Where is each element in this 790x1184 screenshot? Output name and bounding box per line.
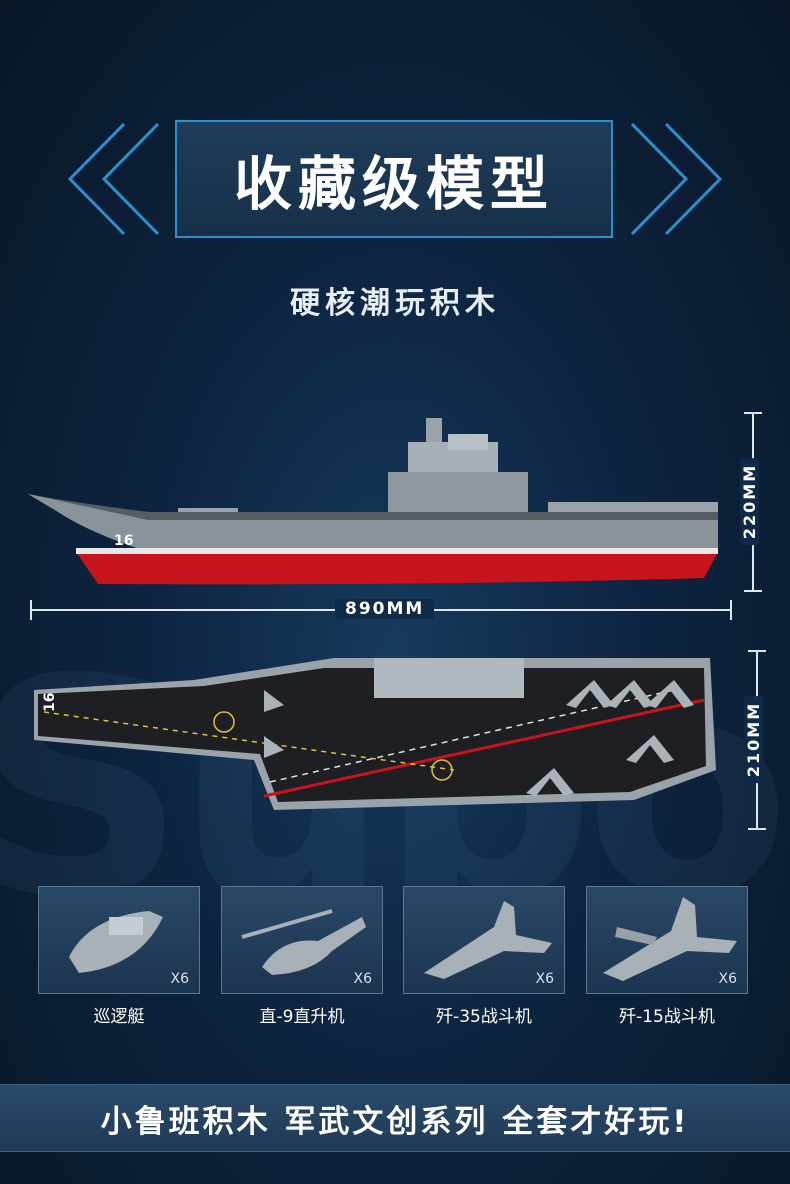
- item-qty: X6: [718, 971, 738, 987]
- chevron-left-icon: [67, 122, 160, 236]
- page-title: 收藏级模型: [233, 150, 554, 218]
- length-dim-cap-left: [30, 600, 32, 620]
- carrier-top-view: 16: [34, 658, 716, 810]
- item-name-patrol-boat: 巡逻艇: [93, 1007, 145, 1027]
- deck-number: 16: [42, 693, 58, 712]
- item-qty: X6: [170, 971, 190, 987]
- chevron-right-icon: [630, 122, 723, 236]
- length-dim-label: 890MM: [335, 599, 435, 619]
- patrol-boat-icon: [69, 911, 163, 973]
- item-card-patrol-boat: X6: [38, 886, 200, 994]
- item-qty: X6: [535, 971, 555, 987]
- item-card-j35: X6: [403, 886, 565, 994]
- item-name-j15: 歼-15战斗机: [619, 1007, 715, 1027]
- width-dim-cap-bottom: [748, 828, 766, 830]
- j15-fighter-icon: [603, 897, 737, 981]
- item-card-j15: X6: [586, 886, 748, 994]
- height-dim-cap-top: [744, 412, 762, 414]
- j35-fighter-icon: [424, 901, 552, 979]
- title-box: 收藏级模型: [175, 120, 613, 238]
- item-name-helicopter: 直-9直升机: [259, 1007, 345, 1027]
- item-card-helicopter: X6: [221, 886, 383, 994]
- item-qty: X6: [353, 971, 373, 987]
- footer-slogan: 小鲁班积木 军武文创系列 全套才好玩!: [100, 1103, 690, 1140]
- item-name-j35: 歼-35战斗机: [436, 1007, 532, 1027]
- width-dim-label: 210MM: [744, 695, 764, 784]
- hull-number: 16: [114, 533, 133, 549]
- height-dim-cap-bottom: [744, 590, 762, 592]
- helicopter-icon: [241, 909, 366, 975]
- carrier-side-view: 16: [28, 418, 718, 585]
- page-subtitle: 硬核潮玩积木: [290, 286, 500, 321]
- width-dim-cap-top: [748, 650, 766, 652]
- length-dim-cap-right: [730, 600, 732, 620]
- height-dim-label: 220MM: [740, 457, 760, 546]
- footer-banner: 小鲁班积木 军武文创系列 全套才好玩!: [0, 1084, 790, 1152]
